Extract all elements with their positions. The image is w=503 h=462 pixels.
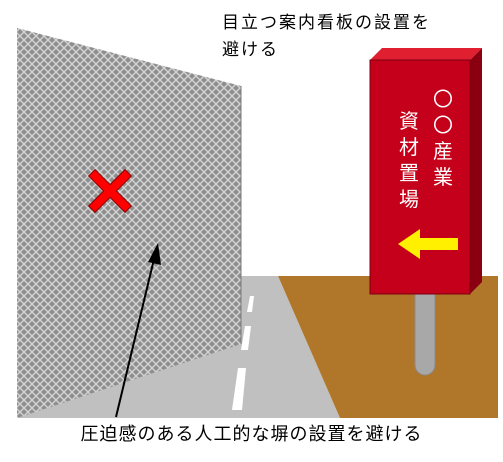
top-note-line2: 避ける	[222, 40, 279, 60]
sign-char: 〇	[433, 113, 453, 137]
dirt-roadside	[278, 276, 498, 418]
top-note: 目立つ案内看板の設置を 避ける	[222, 10, 492, 64]
sign-char: 置	[399, 161, 419, 185]
sign-char: 〇	[433, 87, 453, 111]
sign-char: 材	[399, 135, 419, 159]
sign-post	[414, 284, 436, 376]
bottom-note: 圧迫感のある人工的な塀の設置を避ける	[80, 424, 423, 445]
sign-char: 産	[433, 139, 453, 163]
sign-char: 業	[433, 165, 453, 189]
lane-marking	[241, 326, 251, 350]
top-note-line1: 目立つ案内看板の設置を	[222, 13, 431, 33]
signboard	[369, 48, 482, 295]
arrow-left-icon	[398, 229, 458, 259]
lane-marking	[247, 296, 254, 312]
wall-fence	[17, 28, 241, 418]
sign-column-left: 資 材 置 場	[399, 109, 419, 211]
sign-column-right: 〇 〇 産 業	[433, 87, 453, 189]
sign-char: 場	[399, 187, 419, 211]
lane-marking	[232, 368, 246, 410]
cross-mark-icon	[87, 168, 133, 214]
sign-char: 資	[399, 109, 419, 133]
pointer-arrow-icon	[115, 243, 161, 418]
